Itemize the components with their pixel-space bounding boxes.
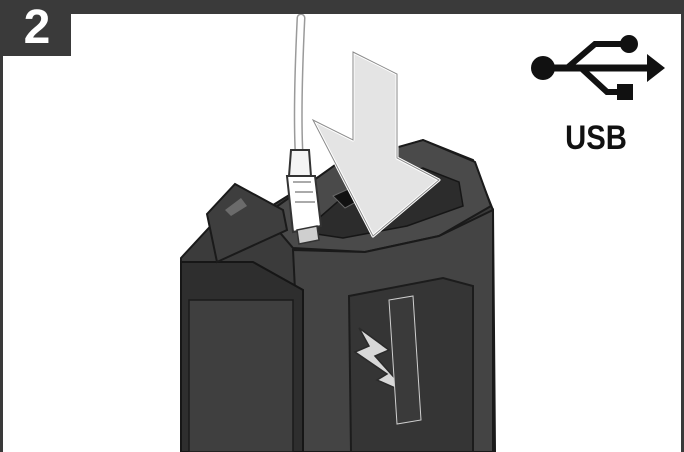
usb-label: USB bbox=[557, 118, 634, 158]
step-number: 2 bbox=[3, 2, 71, 54]
usb-icon bbox=[529, 30, 667, 106]
top-bar bbox=[3, 0, 684, 14]
step-badge: 2 bbox=[3, 0, 71, 56]
